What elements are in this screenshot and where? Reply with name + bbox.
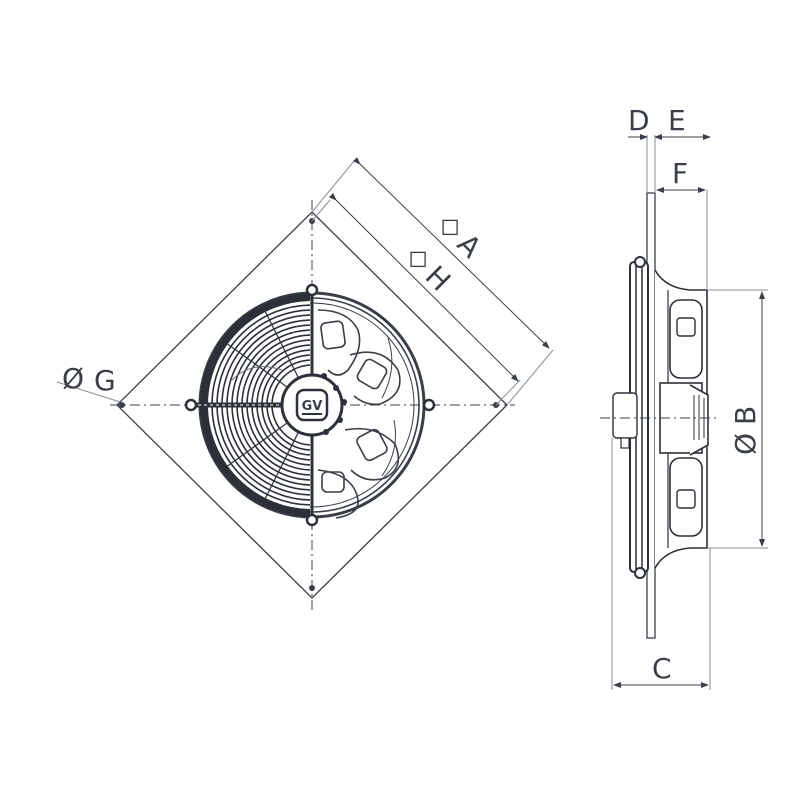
- diameter-symbol-G: Ø: [62, 362, 84, 395]
- front-view: GV A H: [56, 156, 554, 612]
- brand-logo: GV: [302, 399, 323, 414]
- square-symbol-H: [410, 251, 426, 268]
- dimension-D: D: [628, 104, 656, 193]
- guard-lug-bottom: [305, 513, 319, 527]
- guard-lug-right: [422, 398, 436, 412]
- dimension-label-F: F: [672, 157, 688, 190]
- dimension-label-C: C: [652, 652, 672, 685]
- dimension-B: Ø B: [707, 289, 768, 549]
- dimension-G: Ø G: [56, 362, 121, 403]
- dimension-label-E: E: [668, 104, 686, 137]
- dimension-E: E: [654, 104, 711, 140]
- dimension-label-G: G: [94, 364, 116, 397]
- side-view: D E F Ø B: [600, 104, 768, 690]
- motor-hub: GV: [280, 373, 347, 437]
- mounting-hole-bottom: [309, 585, 315, 591]
- dimension-label-D: D: [628, 104, 650, 137]
- dimension-C: C: [611, 438, 711, 690]
- terminal-box: [612, 392, 638, 439]
- diameter-symbol-B: Ø: [729, 433, 762, 455]
- guard-lug-left: [184, 398, 198, 412]
- dimension-label-A: A: [451, 227, 488, 264]
- dimension-label-B: B: [729, 406, 762, 425]
- mounting-hole-left: [119, 402, 125, 408]
- square-symbol-A: [442, 219, 458, 236]
- guard-lug-top: [305, 283, 319, 297]
- dimension-F: F: [656, 157, 708, 290]
